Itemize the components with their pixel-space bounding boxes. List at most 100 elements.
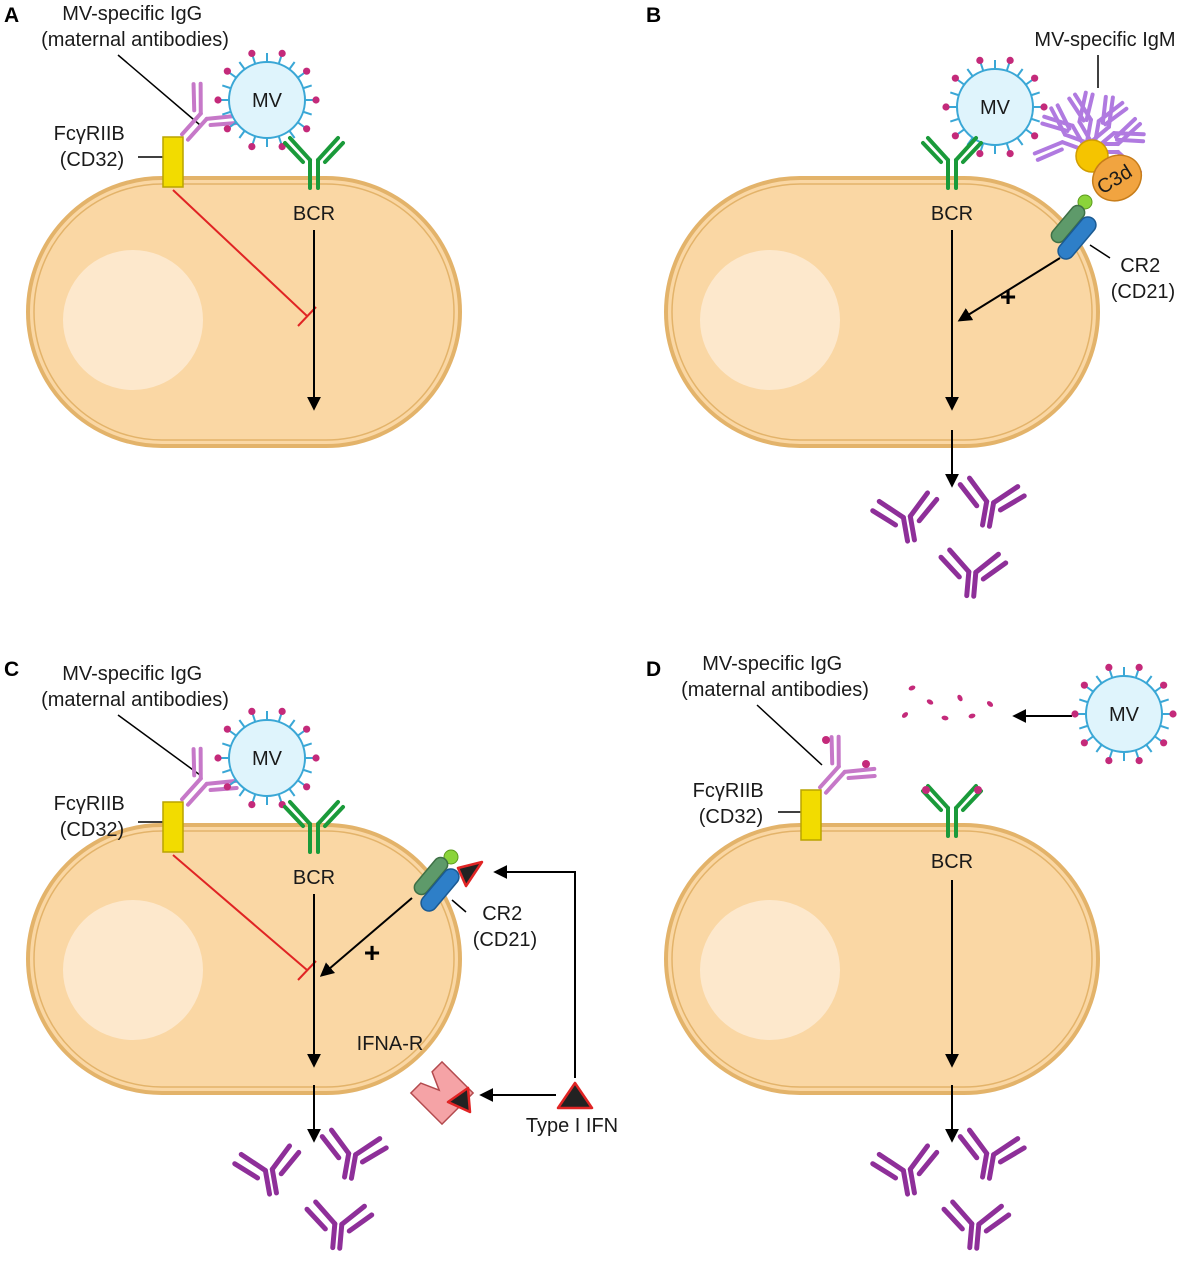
- panel-a: A MV-specific IgG (maternal antibodies) …: [4, 3, 462, 448]
- virus-glycoprotein-tip: [214, 96, 222, 104]
- virus-glycoprotein-tip: [312, 754, 320, 762]
- virus-glycoprotein-tip: [951, 132, 959, 140]
- cr2-green-c: [413, 856, 449, 896]
- virus-spike: [221, 768, 232, 774]
- nucleus-b: [700, 250, 840, 390]
- virus-spike: [302, 742, 313, 748]
- virus-a: [214, 49, 320, 151]
- ifn-label-c: Type I IFN: [526, 1115, 618, 1137]
- bcr-label-c: BCR: [293, 867, 335, 889]
- fc-receptor-c: [162, 801, 184, 853]
- cell-c: [26, 823, 462, 1095]
- virus-glycoprotein-tip: [312, 96, 320, 104]
- bcr-label-d: BCR: [931, 851, 973, 873]
- virus-glycoprotein-tip: [1031, 132, 1039, 140]
- virus-glycoprotein-tip: [278, 707, 286, 715]
- fc-label-c: FcγRIIB (CD32): [54, 793, 131, 841]
- virus-body: [956, 68, 1034, 146]
- cr2-arrow-b: [957, 257, 1061, 322]
- virus-glycoprotein-tip: [303, 783, 311, 791]
- virus-glycoprotein-tip: [1105, 663, 1113, 671]
- cr2-arrow-c: [319, 897, 413, 977]
- virus-glycoprotein-tip: [1040, 103, 1048, 111]
- virus-spike: [288, 788, 296, 797]
- igg-label-d: MV-specific IgG (maternal antibodies): [681, 653, 869, 701]
- virus-body: [1085, 675, 1163, 753]
- virus-spike: [238, 130, 246, 139]
- igg-label-c: MV-specific IgG (maternal antibodies): [41, 663, 229, 711]
- virus-glycoprotein-tip: [1105, 757, 1113, 765]
- virus-spike: [1159, 724, 1170, 730]
- ifnar-label-c: IFNA-R: [357, 1033, 424, 1055]
- virus-spike: [1016, 137, 1024, 146]
- fc-label-d: FcγRIIB (CD32): [693, 780, 770, 828]
- virus-glycoprotein-tip: [248, 143, 256, 151]
- virus-glycoprotein-tip: [1080, 739, 1088, 747]
- virus-glycoprotein-tip: [976, 150, 984, 158]
- virus-glycoprotein-tip: [1169, 710, 1177, 718]
- virus-glycoprotein-tip: [214, 754, 222, 762]
- panel-letter-c: C: [4, 658, 19, 681]
- bcr-label-a: BCR: [293, 203, 335, 225]
- ifn-arrow-cr2-c: [493, 865, 576, 1078]
- nucleus-d: [700, 900, 840, 1040]
- panel-d: D MV-specific IgG (maternal antibodies) …: [646, 653, 1177, 1251]
- fc-receptor-d: [800, 789, 822, 841]
- virus-spike: [949, 91, 960, 97]
- virus-glycoprotein-tip: [303, 725, 311, 733]
- virus-glycoprotein-tip: [223, 783, 231, 791]
- cr2-blue-b: [1057, 216, 1097, 260]
- virus-glycoprotein-tip: [976, 56, 984, 64]
- virus-glycoprotein-tip: [1071, 710, 1079, 718]
- virus-spike: [288, 719, 296, 728]
- virus-spike: [1078, 698, 1089, 704]
- virus-spike: [1030, 117, 1041, 123]
- virus-spike: [1030, 91, 1041, 97]
- virus-spike: [238, 788, 246, 797]
- virus-spike: [302, 768, 313, 774]
- virus-glycoprotein-tip: [223, 67, 231, 75]
- virus-spike: [949, 117, 960, 123]
- virus-spike: [288, 130, 296, 139]
- virus-glycoprotein-tip: [1160, 739, 1168, 747]
- virus-body: [228, 719, 306, 797]
- virus-glycoprotein-tip: [303, 67, 311, 75]
- virus-glycoprotein-tip: [1160, 681, 1168, 689]
- virus-spike: [302, 84, 313, 90]
- virus-label-b: MV: [980, 97, 1011, 119]
- virus-label-a: MV: [252, 90, 283, 112]
- virus-spike: [1145, 744, 1153, 753]
- cell-a: [26, 176, 462, 448]
- virus-spike: [302, 110, 313, 116]
- virus-spike: [238, 719, 246, 728]
- secreted-antibodies-d: [871, 1129, 1025, 1251]
- secreted-antibodies-c: [233, 1129, 387, 1251]
- virus-glycoprotein-tip: [248, 801, 256, 809]
- virus-glycoprotein-tip: [223, 725, 231, 733]
- virus-d: [1071, 663, 1177, 765]
- virus-spike: [221, 742, 232, 748]
- virus-glycoprotein-tip: [1080, 681, 1088, 689]
- cr2-label-b: CR2 (CD21): [1111, 255, 1175, 303]
- virus-glycoprotein-tip: [278, 49, 286, 57]
- nucleus-a: [63, 250, 203, 390]
- virus-spike: [1159, 698, 1170, 704]
- igg-label-a: MV-specific IgG (maternal antibodies): [41, 3, 229, 51]
- virus-glycoprotein-tip: [278, 143, 286, 151]
- virus-c: [214, 707, 320, 809]
- ifn-bound-ifnar-c: [446, 1086, 472, 1114]
- igm-label-b: MV-specific IgM: [1034, 29, 1175, 51]
- nucleus-c: [63, 900, 203, 1040]
- virus-glycoprotein-tip: [1135, 663, 1143, 671]
- virus-glycoprotein-tip: [942, 103, 950, 111]
- virus-spike: [221, 110, 232, 116]
- virus-b: [942, 56, 1048, 158]
- virus-label-c: MV: [252, 748, 283, 770]
- ifn-triangle-c: [556, 1081, 594, 1110]
- plus-c: +: [364, 937, 380, 968]
- cr2-label-c: CR2 (CD21): [473, 903, 537, 951]
- virus-glycoprotein-tip: [1006, 56, 1014, 64]
- virus-glycoprotein-tip: [248, 49, 256, 57]
- panel-letter-a: A: [4, 4, 19, 27]
